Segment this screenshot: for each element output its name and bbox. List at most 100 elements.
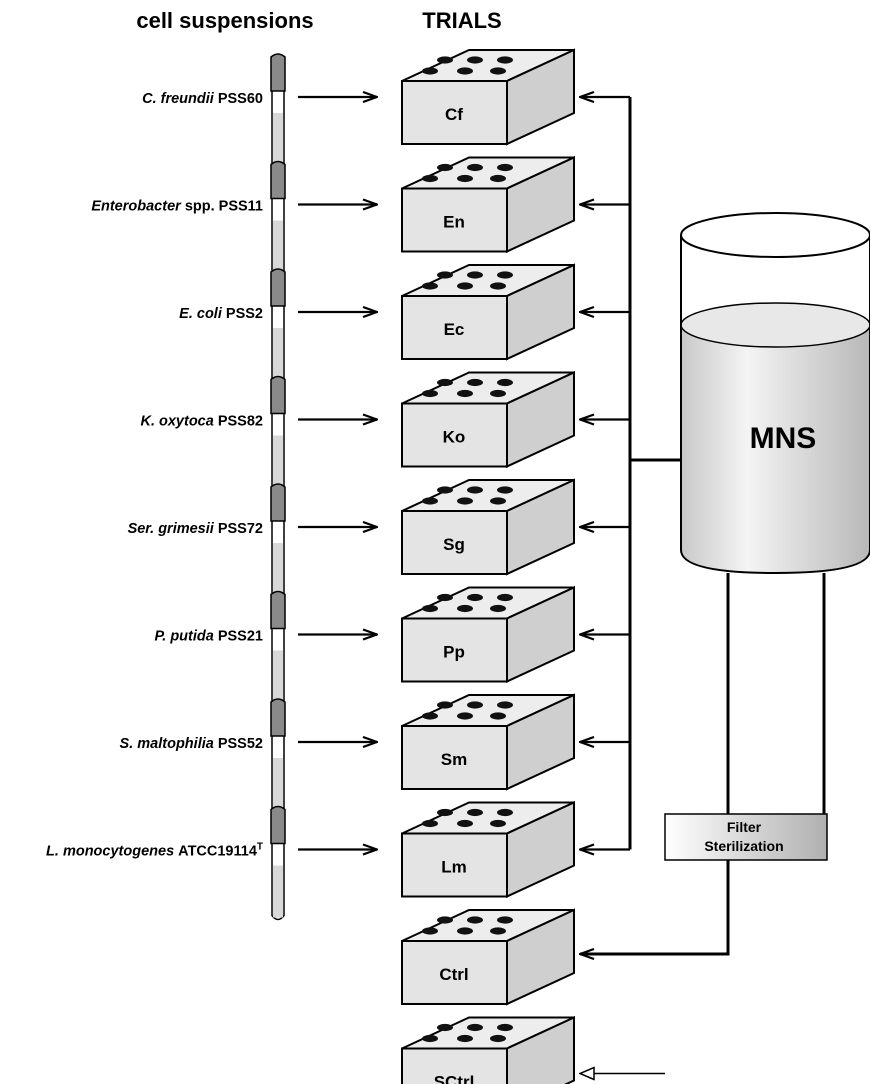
strain-label: S. maltophilia PSS52 xyxy=(120,736,263,752)
species-name: C. freundii xyxy=(142,91,218,107)
trial-label: En xyxy=(443,213,465,232)
tube-liquid xyxy=(273,865,283,918)
strain-id: spp. PSS11 xyxy=(185,199,263,215)
well xyxy=(437,916,453,924)
strain-superscript: T xyxy=(257,842,263,853)
test-tube-icon xyxy=(270,160,286,276)
well xyxy=(457,819,473,828)
well xyxy=(457,1034,473,1043)
trial-label: Ctrl xyxy=(439,965,468,984)
test-tube-icon xyxy=(270,805,286,921)
trials-header: TRIALS xyxy=(422,8,501,33)
trial-label: Sg xyxy=(443,535,465,554)
strain-label: C. freundii PSS60 xyxy=(142,91,263,107)
tube-liquid xyxy=(273,543,283,595)
well xyxy=(437,808,453,817)
trial-label: Pp xyxy=(443,643,465,662)
well xyxy=(422,819,438,828)
trial-box-sctrl: SCtrl xyxy=(401,1015,575,1084)
test-tube-icon xyxy=(270,375,286,491)
species-name: L. monocytogenes xyxy=(46,844,178,860)
strain-id: ATCC19114 xyxy=(178,844,257,860)
strain-label: P. putida PSS21 xyxy=(154,629,263,645)
tube-cap xyxy=(270,160,286,200)
strain-label: E. coli PSS2 xyxy=(179,306,263,322)
box-front-face xyxy=(401,80,508,145)
tube-liquid xyxy=(273,650,283,703)
well xyxy=(467,271,483,279)
test-tube-icon xyxy=(270,53,286,168)
tube-liquid xyxy=(273,435,283,488)
tube-cap xyxy=(270,483,286,522)
well xyxy=(467,808,483,817)
tank-liquid-body xyxy=(680,325,870,575)
box-front-face xyxy=(401,940,508,1005)
well xyxy=(437,378,453,387)
trial-label: Cf xyxy=(445,105,463,124)
well xyxy=(467,593,483,602)
trial-box-sg: Sg xyxy=(401,478,575,576)
filter-sterilization-box: Filter Sterilization xyxy=(664,813,828,861)
strain-label: L. monocytogenes ATCC19114T xyxy=(46,842,263,860)
box-front-face xyxy=(401,617,508,683)
filter-label-line2: Sterilization xyxy=(704,838,783,854)
mns-label: MNS xyxy=(750,422,817,455)
strain-id: PSS21 xyxy=(218,629,263,645)
test-tube-icon xyxy=(270,268,286,383)
strain-id: PSS2 xyxy=(226,306,263,322)
well xyxy=(437,1023,453,1032)
tank-rim xyxy=(680,212,870,258)
well xyxy=(457,282,473,290)
strain-row: Ser. grimesii PSS72 xyxy=(128,483,377,598)
strain-row: E. coli PSS2 xyxy=(179,268,377,383)
well xyxy=(497,56,513,64)
box-front-face xyxy=(401,295,508,360)
well xyxy=(467,56,483,64)
box-front-face xyxy=(401,510,508,575)
tube-cap xyxy=(270,268,286,307)
well xyxy=(490,819,506,828)
well xyxy=(457,389,473,398)
well xyxy=(490,604,506,613)
strain-row: L. monocytogenes ATCC19114T xyxy=(46,805,377,921)
trial-box-ec: Ec xyxy=(401,263,575,361)
mns-tank: MNS xyxy=(680,212,870,575)
well xyxy=(467,378,483,387)
species-name: E. coli xyxy=(179,306,226,322)
strain-id: PSS72 xyxy=(218,521,263,537)
trial-label: Ko xyxy=(443,428,466,447)
tube-cap xyxy=(270,698,286,737)
strain-id: PSS82 xyxy=(218,414,263,430)
species-name: K. oxytoca xyxy=(140,414,217,430)
well xyxy=(422,67,438,75)
trial-box-ctrl: Ctrl xyxy=(401,908,575,1006)
tank-liquid-surface xyxy=(680,302,870,348)
species-name: Enterobacter xyxy=(91,199,184,215)
well xyxy=(422,174,438,183)
well xyxy=(490,389,506,398)
strain-id: PSS52 xyxy=(218,736,263,752)
trial-label: Lm xyxy=(441,858,467,877)
test-tube-icon xyxy=(270,590,286,706)
well xyxy=(490,67,506,75)
well xyxy=(422,927,438,935)
tube-cap xyxy=(270,53,286,92)
tube-liquid xyxy=(273,328,283,380)
strain-row: K. oxytoca PSS82 xyxy=(140,375,377,491)
well xyxy=(490,712,506,720)
well xyxy=(422,282,438,290)
well xyxy=(457,497,473,505)
well xyxy=(437,486,453,494)
box-front-face xyxy=(401,402,508,468)
trial-label: Ec xyxy=(444,320,465,339)
box-front-face xyxy=(401,1047,508,1084)
well xyxy=(457,712,473,720)
species-name: Ser. grimesii xyxy=(128,521,218,537)
well xyxy=(467,163,483,172)
well xyxy=(490,497,506,505)
well xyxy=(422,1034,438,1043)
strain-row: C. freundii PSS60 xyxy=(142,53,377,168)
well xyxy=(490,927,506,935)
well xyxy=(437,593,453,602)
